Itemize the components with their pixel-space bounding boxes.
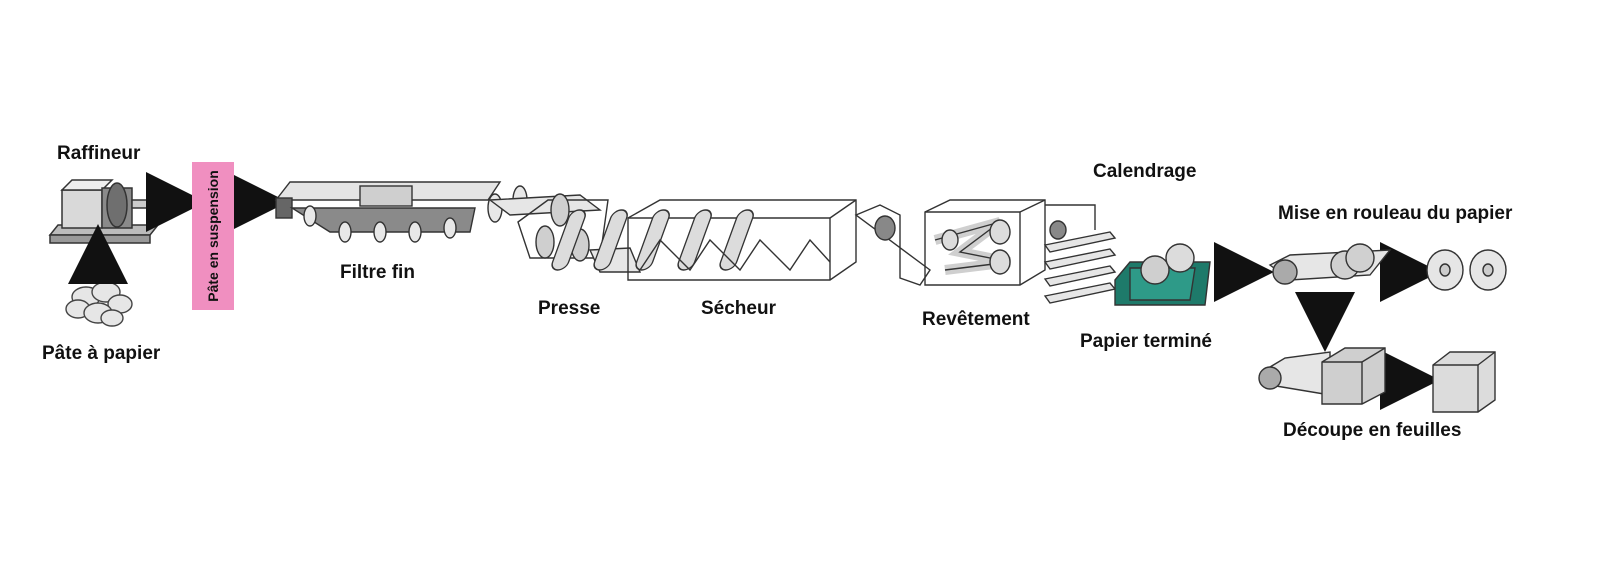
- sheet-cutting-label: Découpe en feuilles: [1283, 420, 1462, 441]
- filter-wire: [289, 207, 476, 233]
- winding-label: Mise en rouleau du papier: [1278, 203, 1513, 224]
- winding-unit: [1268, 243, 1392, 285]
- sheet-stack: [1432, 351, 1496, 413]
- pulp-icon: [65, 281, 133, 327]
- paper-machine-line: [274, 181, 1507, 413]
- paper-rolls: [1426, 249, 1507, 291]
- refiner-label: Raffineur: [57, 143, 141, 164]
- finished-paper-reel: [1114, 243, 1211, 306]
- dryer-label: Sécheur: [701, 298, 776, 319]
- press-label: Presse: [538, 298, 601, 319]
- calendering-label: Calendrage: [1093, 161, 1197, 182]
- headbox: [275, 197, 293, 219]
- fine-filter-label: Filtre fin: [340, 262, 415, 283]
- coating-label: Revêtement: [922, 309, 1030, 330]
- pulp-label: Pâte à papier: [42, 343, 161, 364]
- calender-stack: [1043, 231, 1117, 304]
- press-unit: [517, 193, 609, 262]
- dryer-unit: [551, 199, 857, 281]
- suspension-box: Pâte en suspension: [192, 162, 234, 310]
- refiner-machine: [48, 179, 160, 244]
- process-arrows: [68, 172, 1440, 410]
- suspension-label: Pâte en suspension: [205, 170, 221, 302]
- sheet-cutter: [1258, 347, 1386, 405]
- coating-unit: [924, 199, 1046, 286]
- finished-paper-label: Papier terminé: [1080, 331, 1212, 352]
